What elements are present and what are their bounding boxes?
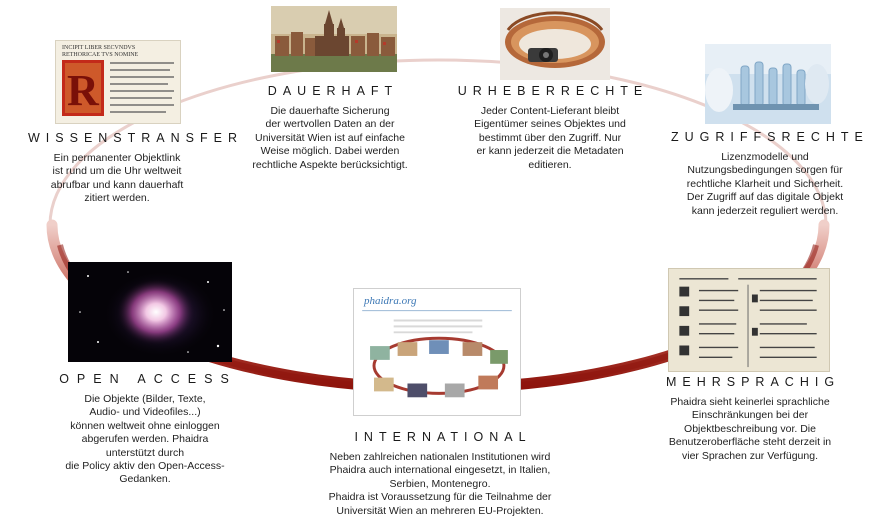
website-screenshot-image: phaidra.org xyxy=(353,288,521,416)
node-urheberrechte: URHEBERRECHTE Jeder Content-Lieferant bl… xyxy=(450,84,650,172)
multilingual-document-image xyxy=(668,268,830,372)
node-dauerhaft: DAUERHAFT Die dauerhafte Sicherung der w… xyxy=(225,84,435,172)
node-title: URHEBERRECHTE xyxy=(457,84,649,98)
laboratory-image xyxy=(705,44,831,124)
node-title: ZUGRIFFSRECHTE xyxy=(671,130,869,144)
manuscript-header-1: INCIPIT LIBER SECVNDVS xyxy=(62,45,135,51)
node-zugriffsrechte: ZUGRIFFSRECHTE Lizenzmodelle und Nutzung… xyxy=(665,130,865,218)
node-description: Neben zahlreichen nationalen Institution… xyxy=(328,451,552,517)
node-description: Die Objekte (Bilder, Texte, Audio- und V… xyxy=(65,393,225,486)
node-title: DAUERHAFT xyxy=(267,84,399,98)
city-engraving-image xyxy=(271,6,397,72)
manuscript-image: INCIPIT LIBER SECVNDVS RETHORICAE TVS NO… xyxy=(55,40,181,124)
manuscript-header-2: RETHORICAE TVS NOMINE xyxy=(62,52,139,58)
website-logo: phaidra.org xyxy=(364,295,417,307)
node-international: INTERNATIONAL Neben zahlreichen national… xyxy=(290,430,590,518)
nebula-image xyxy=(68,262,232,362)
manuscript-initial: R xyxy=(67,66,100,115)
node-description: Die dauerhafte Sicherung der wertvollen … xyxy=(252,105,408,171)
node-open-access: OPEN ACCESS Die Objekte (Bilder, Texte, … xyxy=(40,372,250,487)
node-description: Ein permanenter Objektlink ist rund um d… xyxy=(50,152,184,205)
instrument-image xyxy=(500,8,610,80)
node-title: INTERNATIONAL xyxy=(354,430,532,444)
node-title: OPEN ACCESS xyxy=(59,372,237,386)
node-description: Jeder Content-Lieferant bleibt Eigentüme… xyxy=(474,105,626,171)
node-title: WISSENSTRANSFER xyxy=(28,131,244,145)
node-title: MEHRSPRACHIG xyxy=(665,375,841,389)
node-wissenstransfer: WISSENSTRANSFER Ein permanenter Objektli… xyxy=(22,131,244,206)
node-description: Lizenzmodelle und Nutzungsbedingungen so… xyxy=(686,151,844,217)
node-description: Phaidra sieht keinerlei sprachliche Eins… xyxy=(668,396,832,462)
node-mehrsprachig: MEHRSPRACHIG Phaidra sieht keinerlei spr… xyxy=(645,375,855,463)
